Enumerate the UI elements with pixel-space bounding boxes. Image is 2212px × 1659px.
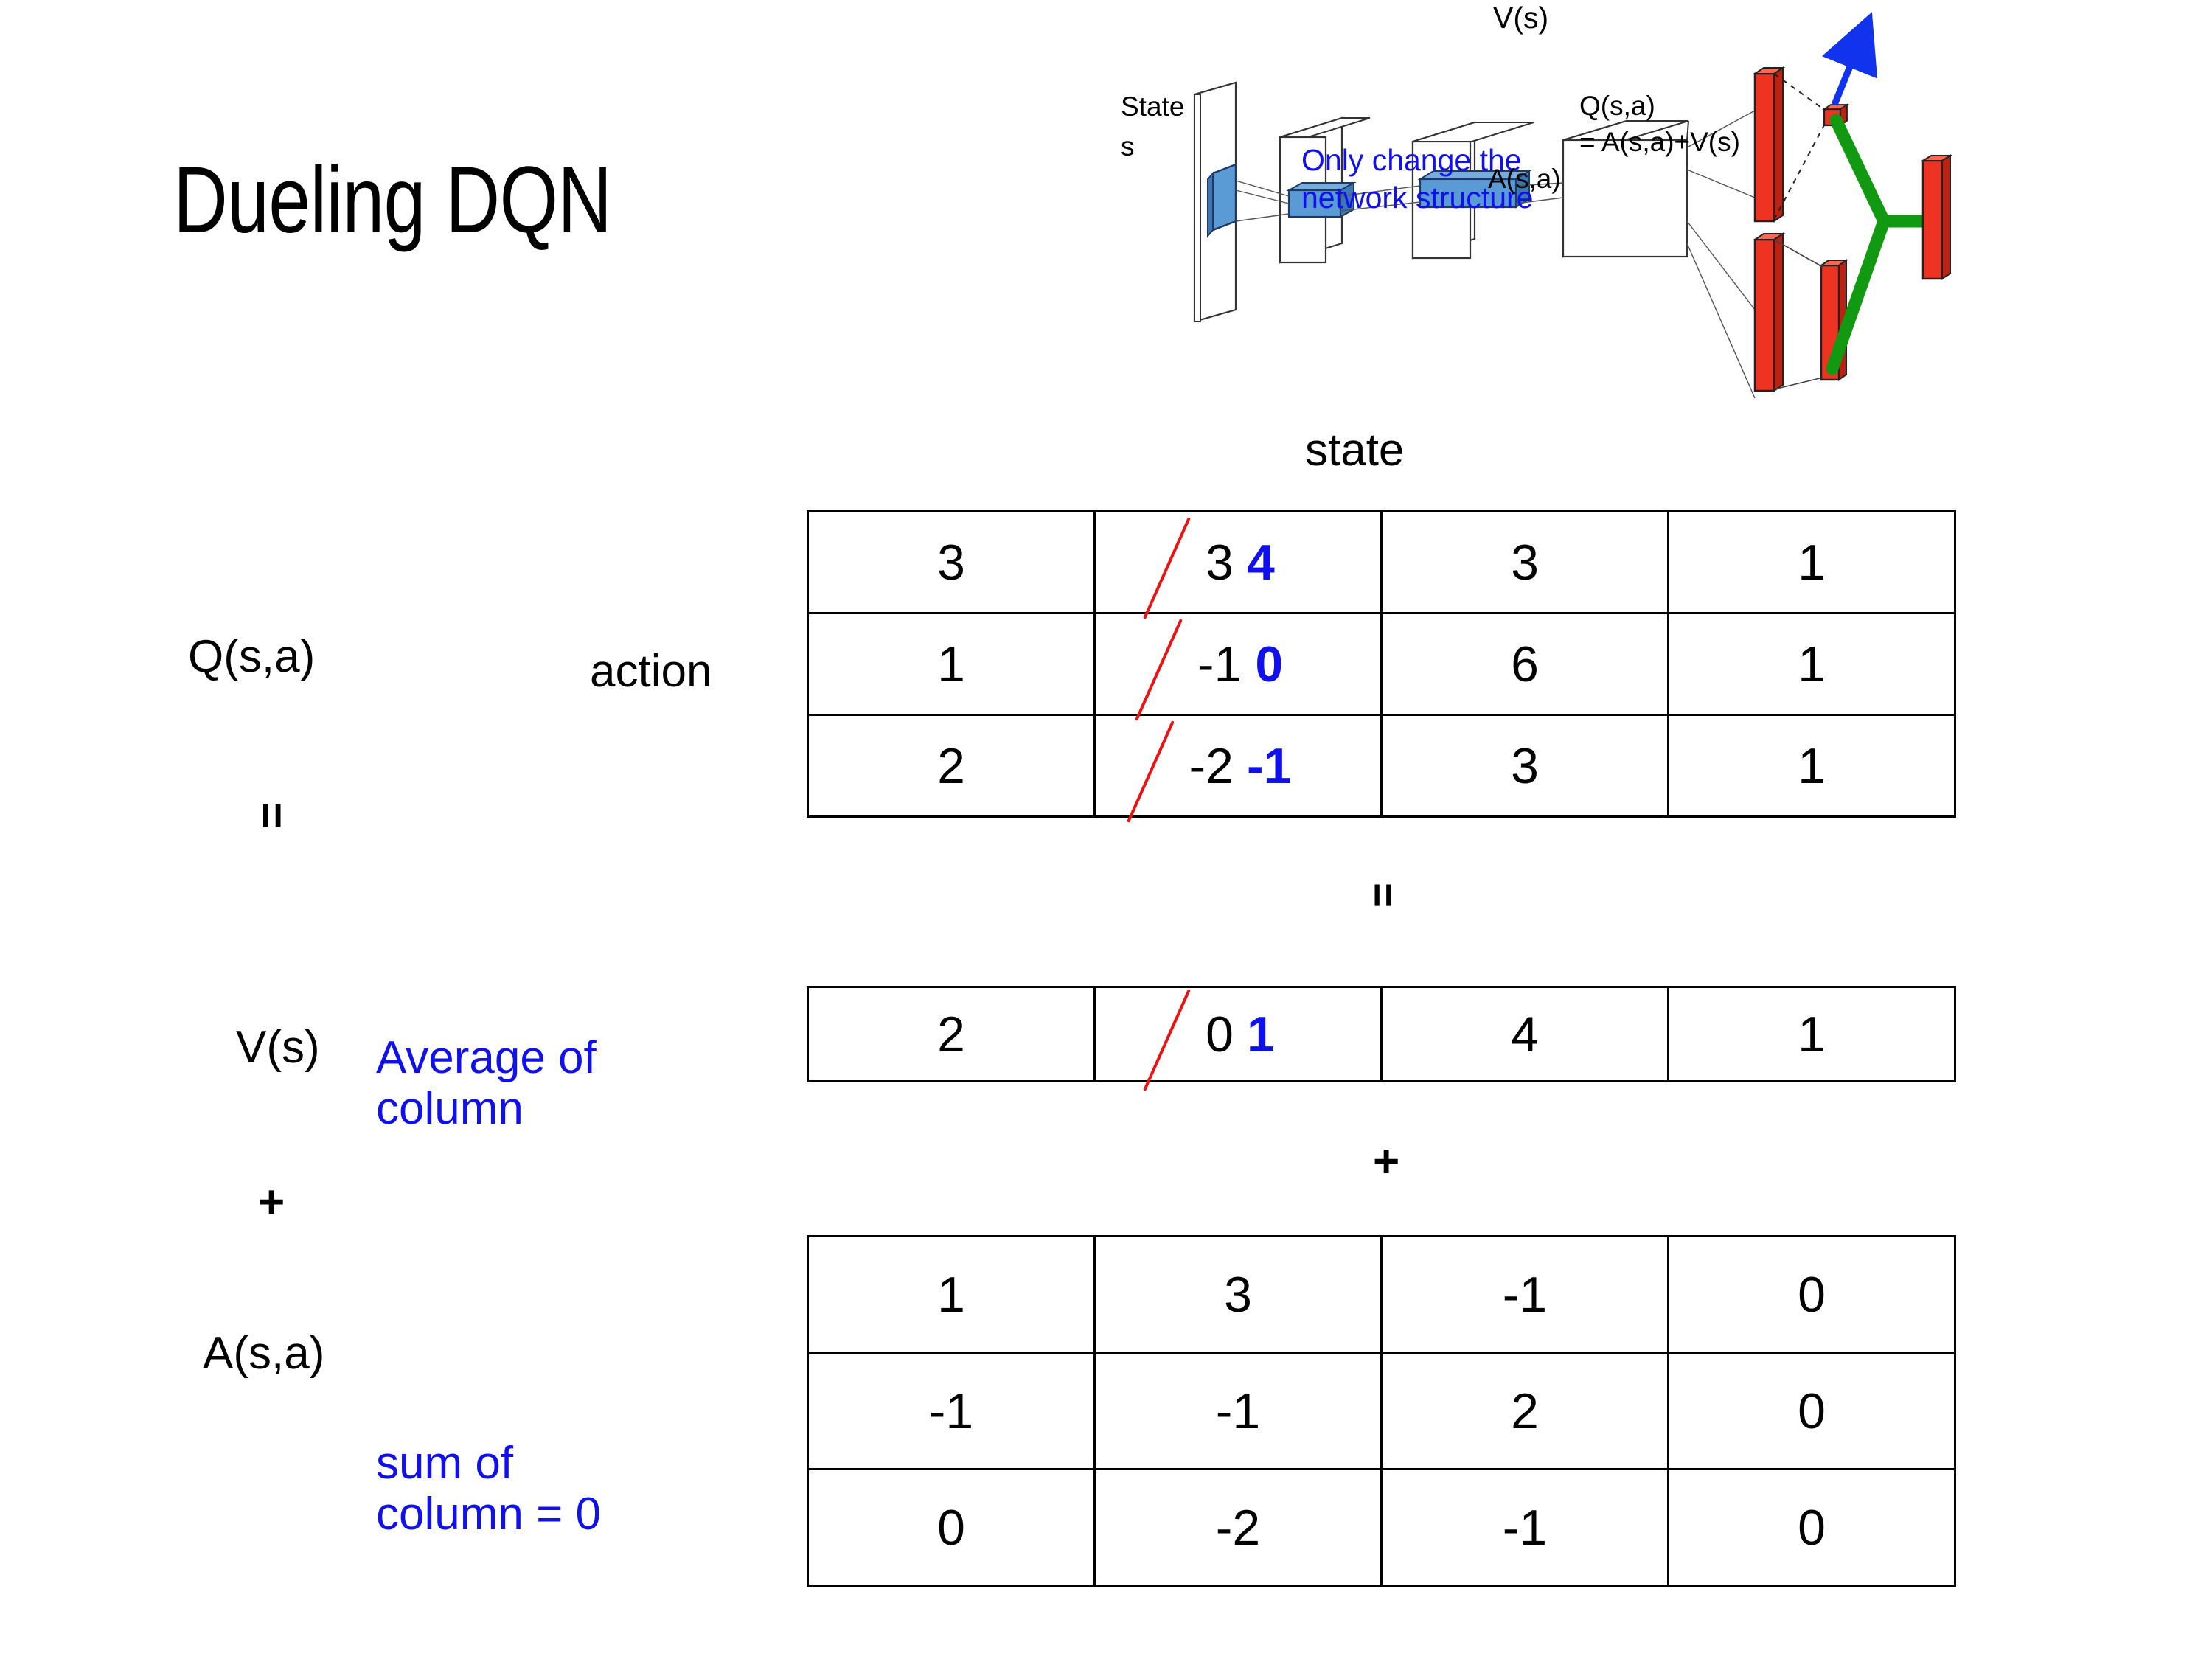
value-stream-dashed-lines	[1773, 73, 1826, 220]
diagram-note-line1: Only change the	[1301, 143, 1522, 177]
corrected-new-value: 4	[1247, 534, 1275, 591]
diagram-state-word: State	[1121, 91, 1185, 122]
value-stream-bar-icon	[1752, 66, 1786, 223]
table-cell: 2	[807, 714, 1096, 818]
page-title: Dueling DQN	[173, 147, 612, 253]
table-cell: 0	[1667, 1468, 1956, 1587]
table-cell: 6	[1380, 612, 1669, 716]
table-cell: 3	[1093, 1235, 1382, 1354]
value-output-arrow-icon	[1821, 12, 1878, 106]
table-cell: 0	[1667, 1235, 1956, 1354]
table-cell: -2	[1093, 1468, 1382, 1587]
sum-note-line2: column = 0	[376, 1489, 602, 1540]
table-cell: -1	[807, 1352, 1096, 1470]
average-note-line2: column	[376, 1083, 524, 1135]
struck-old-value: 3	[1201, 534, 1238, 591]
aggregation-green-link-icon	[1826, 114, 1938, 375]
diagram-asa-label: A(s,a)	[1488, 164, 1561, 194]
struck-old-value: -1	[1193, 636, 1246, 693]
struck-old-value: 0	[1201, 1006, 1238, 1063]
table-cell-edited: -2-1	[1093, 714, 1382, 818]
conv-block-3-icon	[1562, 119, 1689, 258]
table-cell: -1	[1093, 1352, 1382, 1470]
corrected-new-value: 1	[1247, 1006, 1275, 1062]
table-cell: 3	[1380, 714, 1669, 818]
diagram-qsa-line1: Q(s,a)	[1579, 91, 1655, 121]
sum-note-line1: sum of	[376, 1438, 514, 1489]
average-of-column-note: Average of column	[376, 1032, 730, 1135]
plus-operator-center: +	[1373, 1136, 1400, 1187]
table-cell: 0	[807, 1468, 1096, 1587]
diagram-note-line2: network structure	[1301, 181, 1534, 215]
table-cell: 2	[807, 986, 1096, 1082]
equals-operator-left: =	[246, 801, 298, 830]
table-cell: -1	[1380, 1235, 1669, 1354]
equals-operator-center: =	[1358, 883, 1407, 908]
network-architecture-svg	[1193, 12, 1953, 399]
average-note-line1: Average of	[376, 1032, 597, 1083]
state-axis-label: state	[1305, 425, 1405, 476]
table-cell: 3	[1380, 510, 1669, 614]
table-cell: 1	[807, 612, 1096, 716]
v-function-label: V(s)	[236, 1022, 320, 1073]
corrected-new-value: 0	[1255, 636, 1284, 692]
table-cell: 1	[1667, 510, 1956, 614]
diagram-vs-label: V(s)	[1493, 1, 1549, 35]
table-cell: 0	[1667, 1352, 1956, 1470]
sum-of-column-note: sum of column = 0	[376, 1438, 759, 1540]
action-axis-label: action	[590, 646, 712, 697]
table-cell: 1	[1667, 986, 1956, 1082]
table-cell: 1	[1667, 714, 1956, 818]
q-function-label: Q(s,a)	[188, 631, 316, 682]
advantage-link-lines	[1773, 239, 1823, 390]
table-cell: 2	[1380, 1352, 1669, 1470]
dueling-network-diagram: State s Only change the network structur…	[1091, 0, 2212, 413]
table-cell: -1	[1380, 1468, 1669, 1587]
table-cell: 4	[1380, 986, 1669, 1082]
diagram-note: Only change the network structure	[1301, 142, 1533, 218]
table-cell: 1	[1667, 612, 1956, 716]
advantage-stream-bar-icon	[1752, 232, 1786, 392]
plus-operator-left: +	[258, 1177, 285, 1228]
table-cell: 3	[807, 510, 1096, 614]
input-patch-icon	[1207, 163, 1237, 238]
a-function-label: A(s,a)	[203, 1328, 325, 1379]
diagram-state-sub: s	[1121, 131, 1135, 161]
diagram-state-label: State s	[1121, 87, 1184, 166]
table-cell: 1	[807, 1235, 1096, 1354]
q-output-bar-icon	[1920, 154, 1953, 280]
edited-value-group: -2-1	[1096, 716, 1380, 815]
connection-lines	[1235, 110, 1756, 399]
diagram-qsa-label: Q(s,a) = A(s,a)+V(s)	[1579, 88, 1740, 161]
struck-old-value: -2	[1185, 737, 1238, 795]
conv-patch-2-icon	[1417, 170, 1532, 209]
diagram-qsa-line2: = A(s,a)+V(s)	[1579, 126, 1740, 157]
corrected-new-value: -1	[1247, 737, 1292, 794]
